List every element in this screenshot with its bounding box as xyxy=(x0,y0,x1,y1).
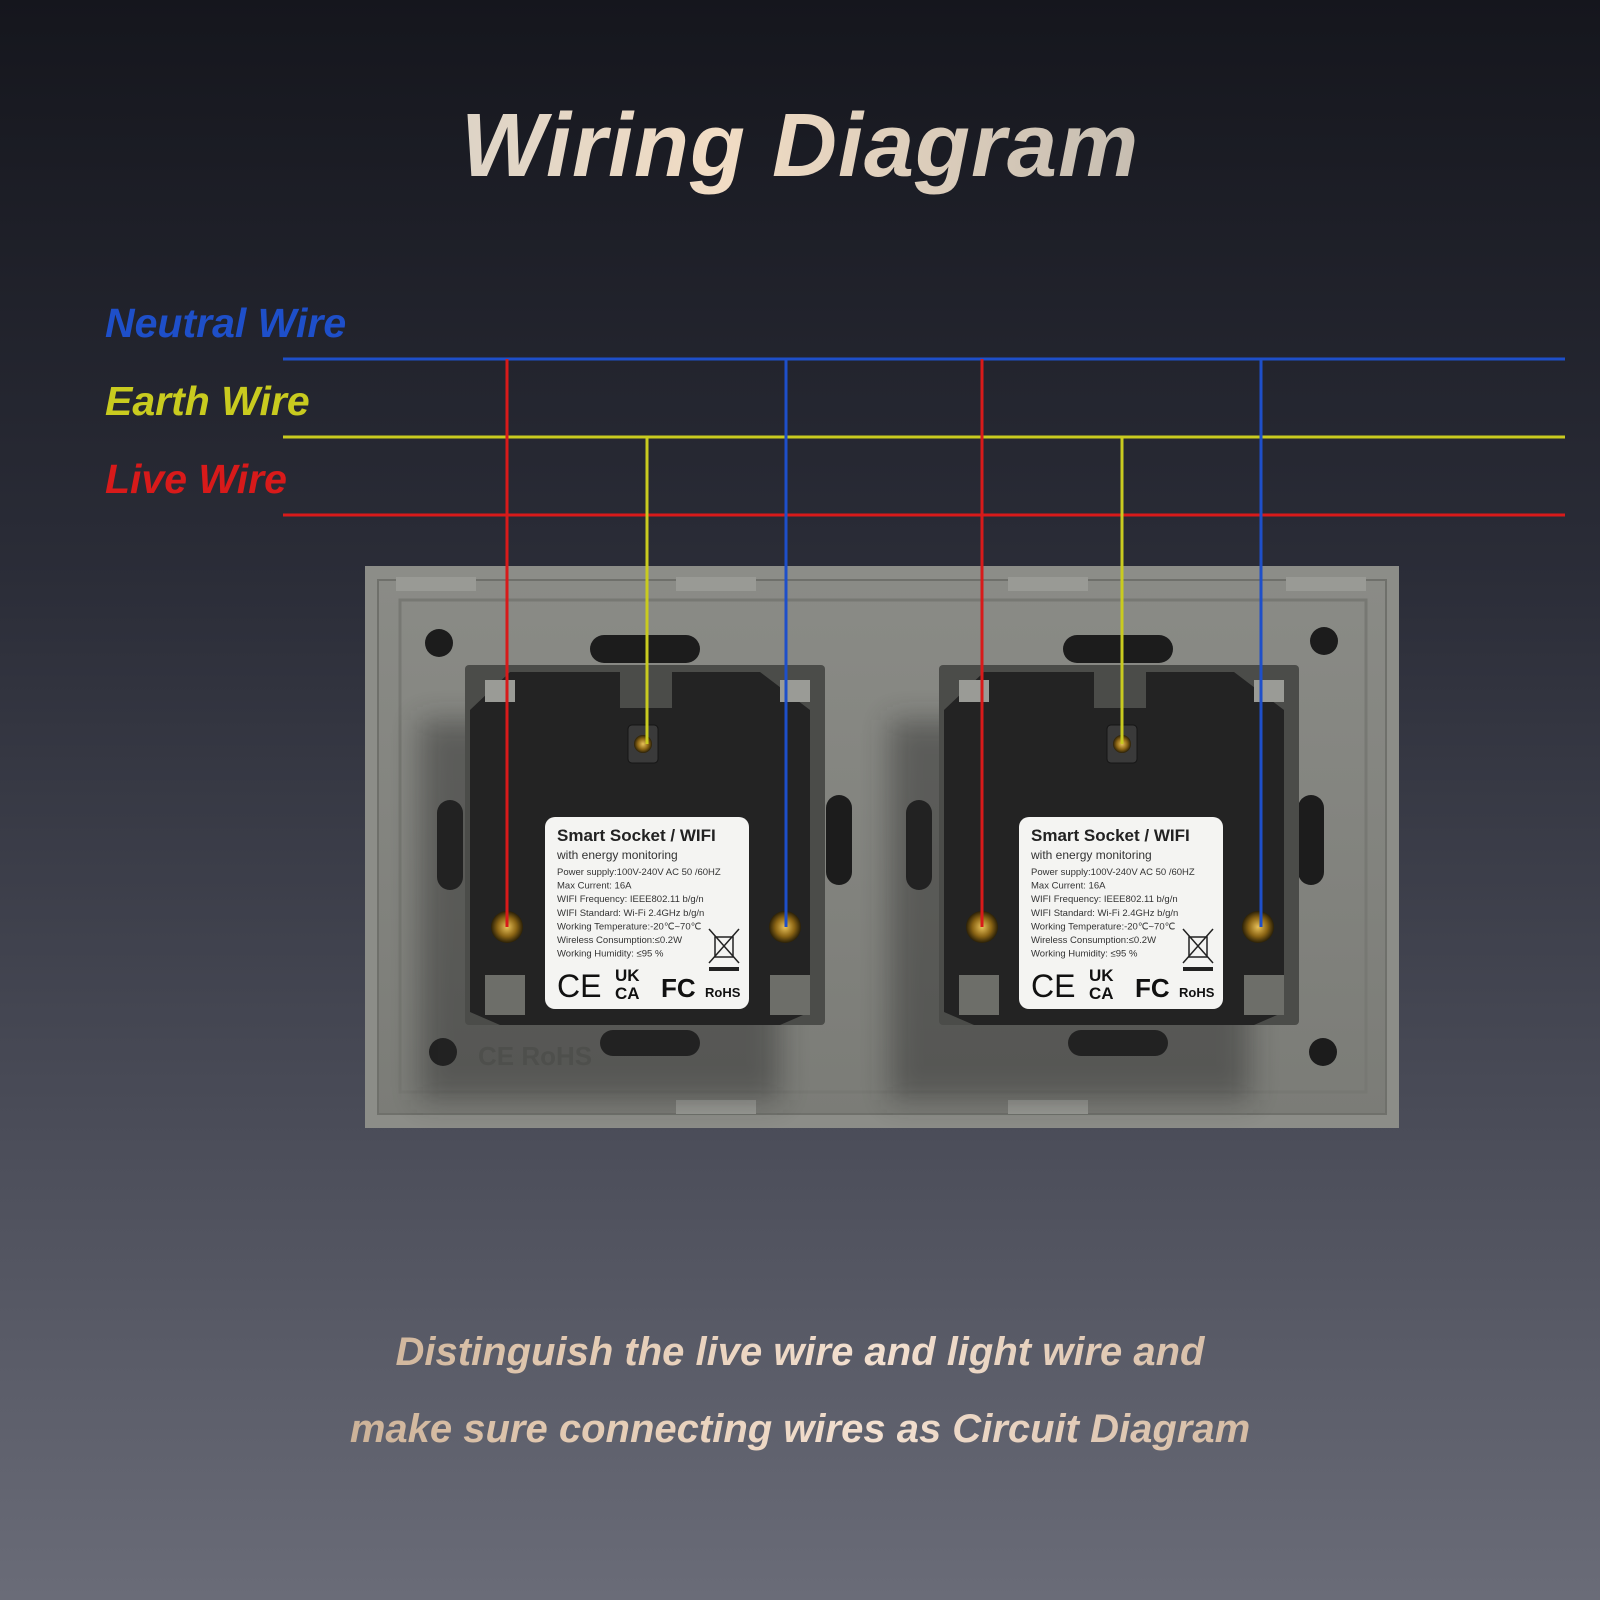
sticker-spec-line: Working Temperature:-20℃~70℃ xyxy=(1031,921,1176,932)
ce-mark: CE xyxy=(557,968,601,1004)
spec-sticker-background xyxy=(1019,817,1223,1009)
sticker-spec-line: Power supply:100V-240V AC 50 /60HZ xyxy=(557,867,721,878)
sticker-spec-line: Max Current: 16A xyxy=(557,881,632,892)
sticker-spec-line: Wireless Consumption:≤0.2W xyxy=(1031,935,1156,946)
neutral-terminal xyxy=(1242,911,1274,943)
sticker-subtitle: with energy monitoring xyxy=(1030,848,1152,862)
sticker-spec-line: WIFI Standard: Wi-Fi 2.4GHz b/g/n xyxy=(1031,908,1178,919)
spec-sticker-background xyxy=(545,817,749,1009)
sticker-spec-line: WIFI Frequency: IEEE802.11 b/g/n xyxy=(557,894,704,905)
spec-sticker-right: Smart Socket / WIFI with energy monitorin… xyxy=(1019,817,1223,1009)
sticker-spec-line: Working Humidity: ≤95 % xyxy=(1031,949,1138,960)
sticker-title: Smart Socket / WIFI xyxy=(557,826,716,845)
sticker-subtitle: with energy monitoring xyxy=(556,848,678,862)
mounting-hole xyxy=(1310,627,1338,655)
sticker-title: Smart Socket / WIFI xyxy=(1031,826,1190,845)
rohs-mark: RoHS xyxy=(1179,985,1215,1000)
fcc-mark: FC xyxy=(1135,973,1170,1003)
sticker-spec-line: WIFI Frequency: IEEE802.11 b/g/n xyxy=(1031,894,1178,905)
fcc-mark: FC xyxy=(661,973,696,1003)
live-wire-label: Live Wire xyxy=(105,456,287,502)
sticker-spec-line: Working Temperature:-20℃~70℃ xyxy=(557,921,702,932)
mounting-hole xyxy=(1309,1038,1337,1066)
caption-line-1: Distinguish the live wire and light wire… xyxy=(0,1330,1600,1375)
spec-sticker-left: Smart Socket / WIFI with energy monitorin… xyxy=(545,817,749,1009)
neutral-wire-label: Neutral Wire xyxy=(105,300,347,346)
page-title: Wiring Diagram xyxy=(0,95,1600,198)
rohs-mark: RoHS xyxy=(705,985,741,1000)
sticker-spec-line: Power supply:100V-240V AC 50 /60HZ xyxy=(1031,867,1195,878)
caption-line-2: make sure connecting wires as Circuit Di… xyxy=(0,1407,1600,1452)
ukca-mark: UK xyxy=(615,966,640,985)
sticker-spec-line: WIFI Standard: Wi-Fi 2.4GHz b/g/n xyxy=(557,908,704,919)
ukca-mark: UK xyxy=(1089,966,1114,985)
weee-bin-icon xyxy=(1182,928,1214,971)
earth-wire-label: Earth Wire xyxy=(105,378,310,424)
mounting-hole xyxy=(425,629,453,657)
sticker-spec-line: Working Humidity: ≤95 % xyxy=(557,949,664,960)
weee-bin-icon xyxy=(708,928,740,971)
ukca-mark: CA xyxy=(615,984,640,1003)
sticker-spec-line: Max Current: 16A xyxy=(1031,881,1106,892)
ukca-mark: CA xyxy=(1089,984,1114,1003)
sticker-spec-line: Wireless Consumption:≤0.2W xyxy=(557,935,682,946)
ce-mark: CE xyxy=(1031,968,1075,1004)
